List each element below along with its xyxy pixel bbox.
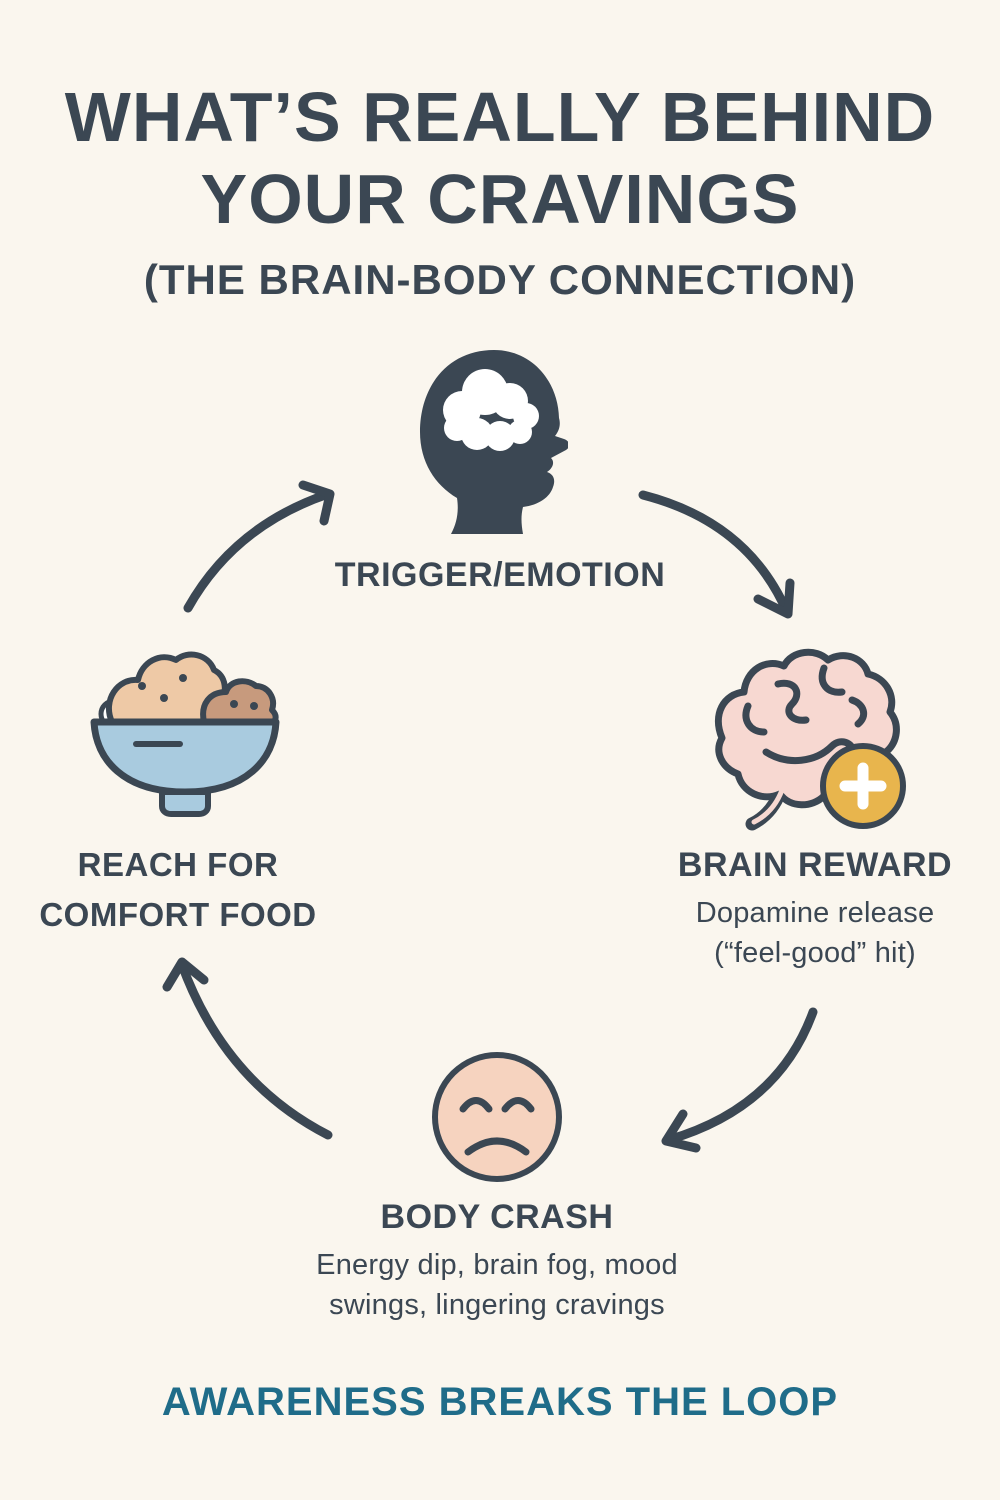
crash-desc-line-1: Energy dip, brain fog, mood [316,1249,678,1281]
crash-description: Energy dip, brain fog, mood swings, ling… [197,1245,797,1325]
arrow-crash-to-comfort-icon [162,957,333,1140]
crash-block: BODY CRASH Energy dip, brain fog, mood s… [197,1198,797,1325]
trigger-node [410,346,570,536]
crash-node [428,1048,566,1186]
comfort-label-line-2: COMFORT FOOD [39,896,317,933]
comfort-node [86,642,284,824]
arrow-trigger-to-reward-icon [638,490,795,619]
crash-label: BODY CRASH [380,1198,614,1236]
page-title-line-2: YOUR CRAVINGS [200,160,800,238]
head-with-brain-cloud-icon [420,350,570,534]
bowl-foot [159,789,211,817]
brainstem-inner [751,787,785,825]
reward-block: BRAIN REWARD Dopamine release (“feel-goo… [630,846,1000,973]
page-title-line-1: WHAT’S REALLY BEHIND [64,78,936,156]
closed-eye-right [501,1097,535,1113]
reward-desc-line-1: Dopamine release [695,897,935,929]
frown-mouth [464,1137,530,1156]
reward-desc-line-2: (“feel-good” hit) [714,937,916,969]
reward-description: Dopamine release (“feel-good” hit) [630,893,1000,973]
brain-with-plus-badge-icon [714,648,906,831]
page-subtitle: (THE BRAIN-BODY CONNECTION) [143,256,857,303]
reward-label: BRAIN REWARD [677,846,953,884]
reward-node [700,642,912,834]
brain-cloud-icon [443,369,539,451]
food-lump-right [200,678,279,727]
comfort-block: REACH FOR COMFORT FOOD [8,840,348,940]
brain-gyri-lines [742,664,868,765]
bowl-body [90,718,280,796]
trigger-label: TRIGGER/EMOTION [334,556,666,594]
closed-eye-left [459,1097,493,1113]
footer-message: AWARENESS BREAKS THE LOOP [161,1380,839,1424]
arrow-reward-to-crash-icon [661,1007,818,1153]
sad-face-icon [432,1052,562,1182]
plus-badge-icon [820,743,906,829]
comfort-label-line-1: REACH FOR [77,846,279,883]
face-circle [432,1052,562,1182]
comfort-food-bowl-icon [90,651,280,817]
title-block: WHAT’S REALLY BEHIND YOUR CRAVINGS (THE … [0,76,1000,304]
crash-desc-line-2: swings, lingering cravings [329,1289,665,1321]
